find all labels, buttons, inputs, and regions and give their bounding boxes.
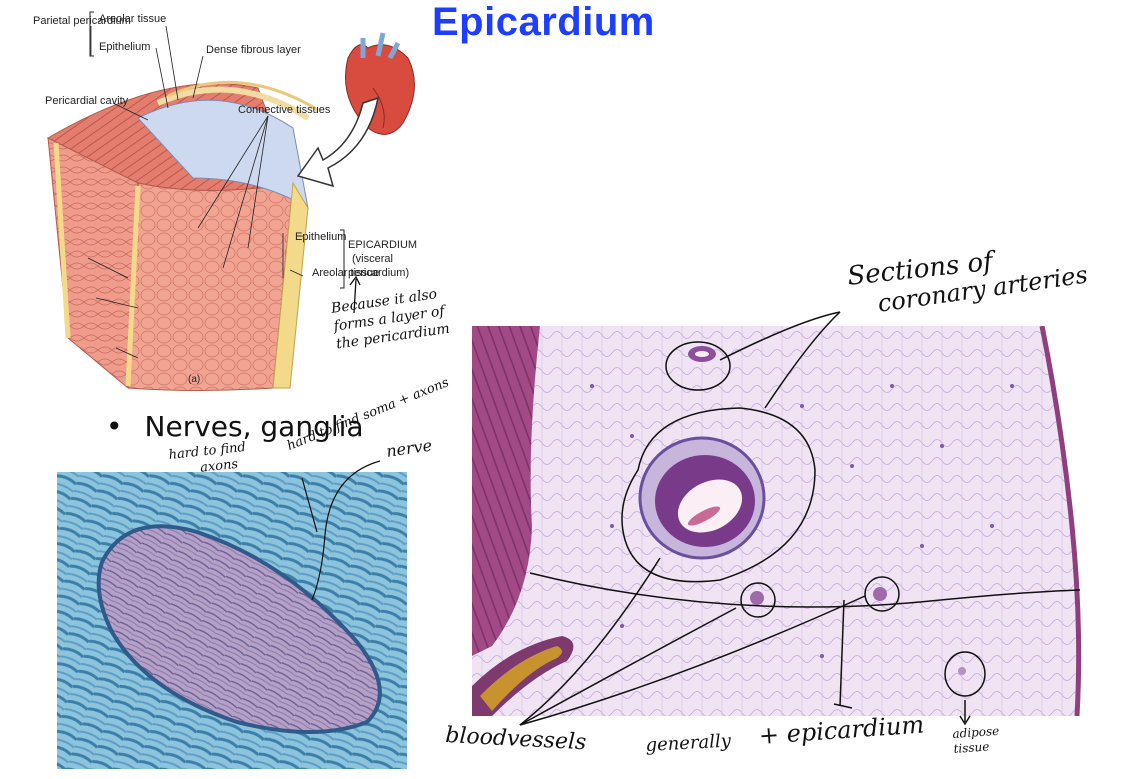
handwritten-generally: generally bbox=[645, 730, 732, 756]
epicardium-histology-micrograph bbox=[472, 326, 1098, 716]
bullet-nerves-ganglia: •Nerves, ganglia bbox=[106, 410, 364, 443]
label-pericardium: pericardium) bbox=[348, 267, 409, 279]
slide-title: Epicardium bbox=[432, 0, 655, 44]
label-areolar-tissue-top: Areolar tissue bbox=[99, 13, 166, 25]
handwritten-adipose-tissue: adipose tissue bbox=[952, 723, 1000, 756]
nerve-micrograph bbox=[57, 472, 407, 769]
label-dense-fibrous-layer: Dense fibrous layer bbox=[206, 44, 301, 56]
label-areolar-tissue-bottom: Areolar tissue bbox=[312, 267, 379, 279]
label-visceral: (visceral bbox=[352, 253, 393, 265]
label-parietal: Parietal pericardium bbox=[33, 15, 131, 27]
label-epithelium-top: Epithelium bbox=[99, 41, 150, 53]
label-panel-a: (a) bbox=[188, 374, 200, 385]
pericardium-layers-illustration: Parietal pericardium Areolar tissue Epit… bbox=[33, 11, 417, 391]
label-epithelium-bottom: Epithelium bbox=[295, 231, 346, 243]
pointer-line-nerve bbox=[311, 460, 381, 601]
arrow-to-epicardium bbox=[349, 275, 361, 314]
label-connective-tissues: Connective tissues bbox=[238, 104, 331, 116]
label-pericardial-cavity: Pericardial cavity bbox=[45, 95, 129, 107]
annotation-strokes bbox=[519, 311, 1081, 726]
label-epicardium: EPICARDIUM bbox=[348, 239, 417, 251]
